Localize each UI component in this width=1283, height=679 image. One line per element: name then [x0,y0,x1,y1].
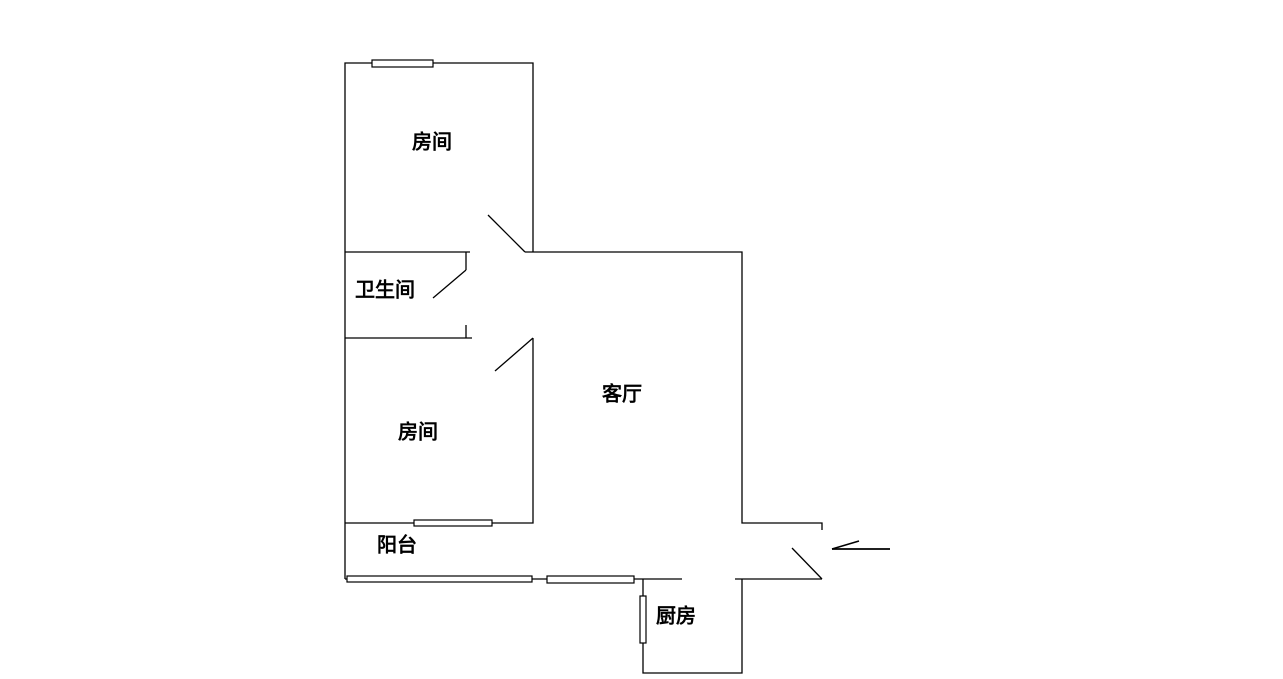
label-kitchen: 厨房 [656,603,696,628]
door-bedroom-top [487,214,526,253]
window-bedroom-bottom [413,519,493,527]
window-kitchen [639,595,647,644]
window-bedroom-top [371,59,434,68]
walls [344,62,823,674]
entrance-arrow-icon [831,540,890,550]
label-bedroom-top: 房间 [412,129,452,154]
wall-living-room [525,251,823,530]
door-bathroom [432,269,467,299]
door-entrance [791,547,823,580]
window-balcony [346,575,533,583]
window-balcony-right [546,575,635,584]
doors [432,214,823,580]
label-balcony: 阳台 [377,532,417,557]
door-bedroom-bottom [494,337,534,372]
windows [346,59,647,644]
label-living-room: 客厅 [602,381,642,406]
wall-bedroom-top [344,62,534,579]
label-bedroom-bottom: 房间 [398,419,438,444]
label-bathroom: 卫生间 [355,277,415,302]
wall-bedroom-bottom [345,338,534,524]
